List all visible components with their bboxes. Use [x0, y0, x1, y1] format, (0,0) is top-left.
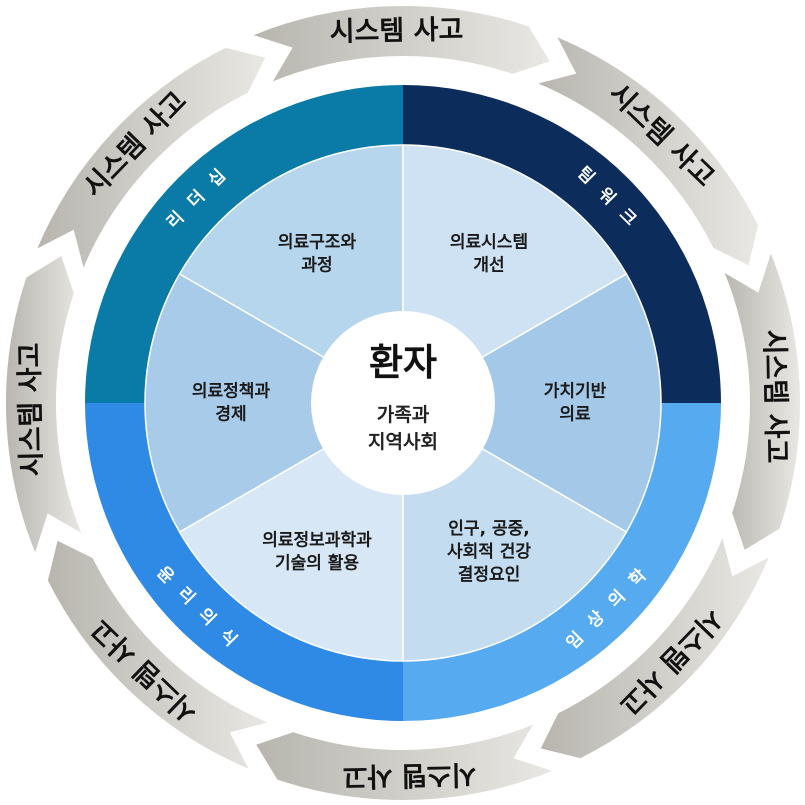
segment-label: 인구, 공중,	[448, 519, 529, 539]
segment-label: 결정요인	[458, 565, 521, 585]
segment-label: 의료시스템	[450, 233, 528, 253]
center-subtitle-line-2: 지역사회	[368, 431, 438, 453]
arrow-label: 시스템 사고	[329, 14, 463, 47]
arrow-chevron	[720, 247, 802, 553]
competency-quadrant	[403, 85, 721, 403]
arrow-chevron	[33, 45, 269, 274]
segment-label: 의료정책과	[192, 382, 271, 402]
arrow-chevron	[532, 33, 761, 269]
competency-quadrant	[85, 85, 403, 403]
segment-label: 사회적 건강	[447, 542, 531, 562]
segment-label: 의료	[559, 405, 591, 425]
center-circle: 환자 가족과 지역사회	[311, 311, 495, 495]
arrow-label: 시스템 사고	[758, 329, 791, 463]
segment-label: 기술의 활용	[275, 552, 359, 573]
competency-quadrant	[85, 403, 403, 721]
center-subtitle-line-1: 가족과	[377, 404, 430, 426]
segment-label: 의료구조와	[278, 233, 357, 253]
arrow-chevron	[253, 720, 559, 802]
segment-label: 개선	[473, 256, 504, 276]
arrow-chevron	[45, 537, 274, 773]
arrow-label: 시스템 사고	[14, 342, 47, 476]
competency-quadrant	[403, 403, 721, 721]
arrow-label: 시스템 사고	[342, 758, 476, 791]
center-disc	[311, 311, 495, 495]
segment-label: 의료정보과학과	[262, 530, 372, 550]
segment-label: 경제	[215, 405, 246, 425]
center-title: 환자	[369, 341, 437, 384]
arrow-chevron	[4, 253, 86, 559]
arrow-chevron	[537, 532, 773, 761]
arrow-chevron	[247, 4, 553, 86]
segment-label: 가치기반	[544, 382, 607, 402]
segment-label: 과정	[301, 256, 332, 276]
